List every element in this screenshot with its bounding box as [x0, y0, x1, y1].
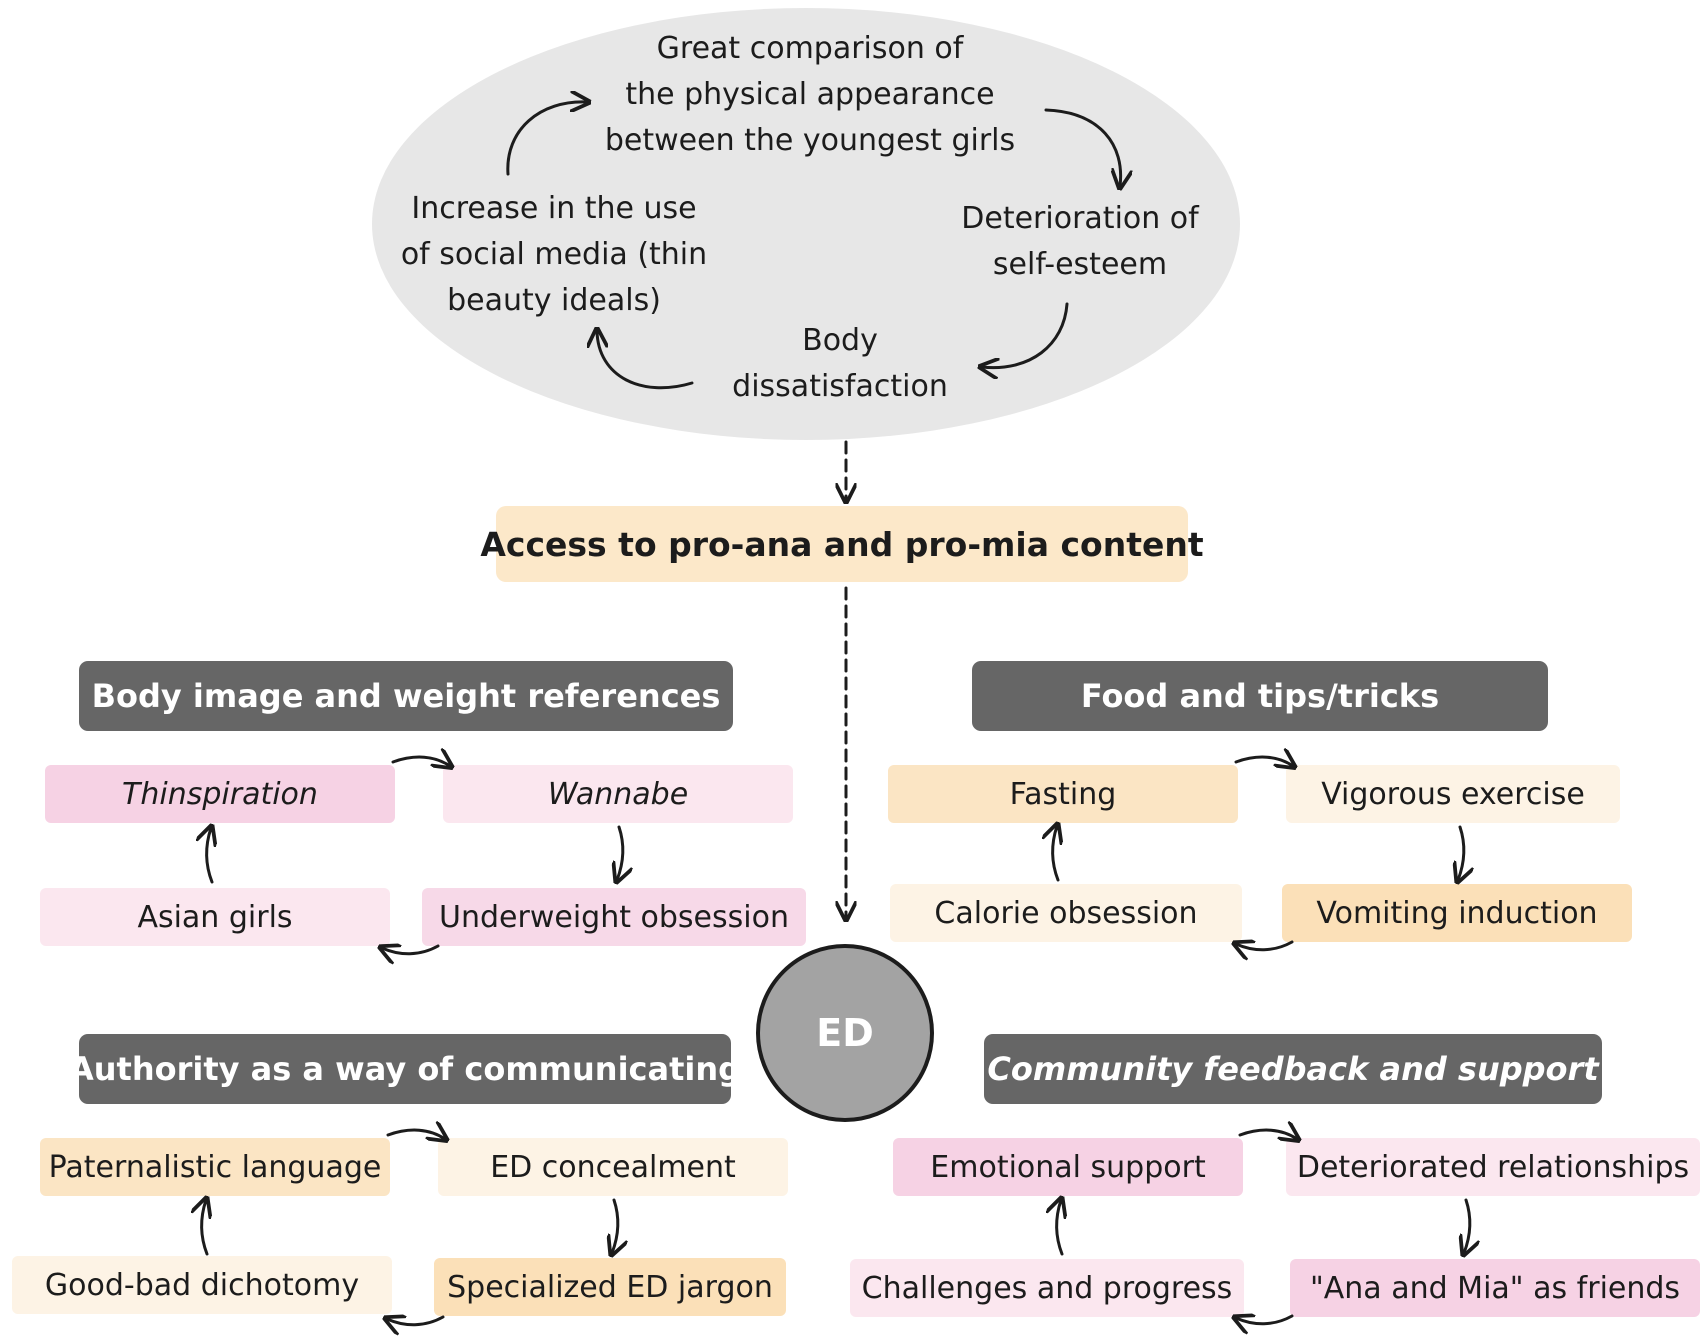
g4-arrow-left	[1057, 1200, 1062, 1256]
g3-arrow-right	[612, 1198, 618, 1253]
node-asian-girls: Asian girls	[40, 888, 390, 946]
node-vigorous-exercise: Vigorous exercise	[1286, 765, 1620, 823]
header-authority: Authority as a way of communicating	[69, 1034, 741, 1104]
node-good-bad-dichotomy: Good-bad dichotomy	[12, 1256, 392, 1314]
cycle-arrow-bottom-left	[597, 331, 694, 390]
g3-arrow-left	[202, 1200, 207, 1256]
cycle-left-text: Increase in the use of social media (thi…	[400, 191, 708, 318]
cycle-ellipse	[372, 8, 1240, 440]
g2-arrow-top	[1234, 757, 1293, 766]
cycle-bottom-text: Body dissatisfaction	[732, 323, 948, 404]
node-challenges-and-progress: Challenges and progress	[850, 1259, 1244, 1317]
node-ed-concealment: ED concealment	[438, 1138, 788, 1196]
header-community: Community feedback and support	[984, 1034, 1602, 1104]
node-wannabe: Wannabe	[443, 765, 793, 823]
g1-arrow-right	[617, 825, 623, 880]
header-food-tips: Food and tips/tricks	[972, 661, 1548, 731]
node-vomiting-induction: Vomiting induction	[1282, 884, 1632, 942]
g2-arrow-right	[1458, 825, 1464, 880]
node-calorie-obsession: Calorie obsession	[890, 884, 1242, 942]
g1-arrow-left	[207, 828, 212, 884]
node-paternalistic-language: Paternalistic language	[40, 1138, 390, 1196]
g4-arrow-bottom	[1236, 1316, 1294, 1324]
header-body-image: Body image and weight references	[79, 661, 733, 731]
g1-arrow-bottom	[382, 946, 440, 954]
g3-arrow-bottom	[387, 1317, 445, 1325]
node-fasting: Fasting	[888, 765, 1238, 823]
cycle-arrow-right-bottom	[982, 302, 1069, 368]
node-emotional-support: Emotional support	[893, 1138, 1243, 1196]
node-underweight-obsession: Underweight obsession	[422, 888, 806, 946]
g3-arrow-top	[386, 1130, 445, 1139]
g2-arrow-left	[1053, 826, 1058, 882]
g1-arrow-top	[391, 757, 450, 766]
node-deteriorated-relationships: Deteriorated relationships	[1286, 1138, 1700, 1196]
node-specialized-ed-jargon: Specialized ED jargon	[434, 1258, 786, 1316]
g4-arrow-top	[1238, 1130, 1297, 1139]
access-box: Access to pro-ana and pro-mia content	[480, 506, 1204, 582]
cycle-top-text: Great comparison of the physical appeara…	[604, 31, 1016, 158]
node-ana-and-mia-friends: "Ana and Mia" as friends	[1290, 1259, 1700, 1317]
cycle-arrow-top-right	[1044, 108, 1121, 186]
cycle-arrow-top-left	[506, 102, 587, 176]
ed-circle: ED	[756, 944, 934, 1122]
node-thinspiration: Thinspiration	[45, 765, 395, 823]
cycle-right-text: Deterioration of self-esteem	[961, 201, 1199, 282]
g4-arrow-right	[1464, 1198, 1470, 1253]
g2-arrow-bottom	[1236, 942, 1294, 950]
